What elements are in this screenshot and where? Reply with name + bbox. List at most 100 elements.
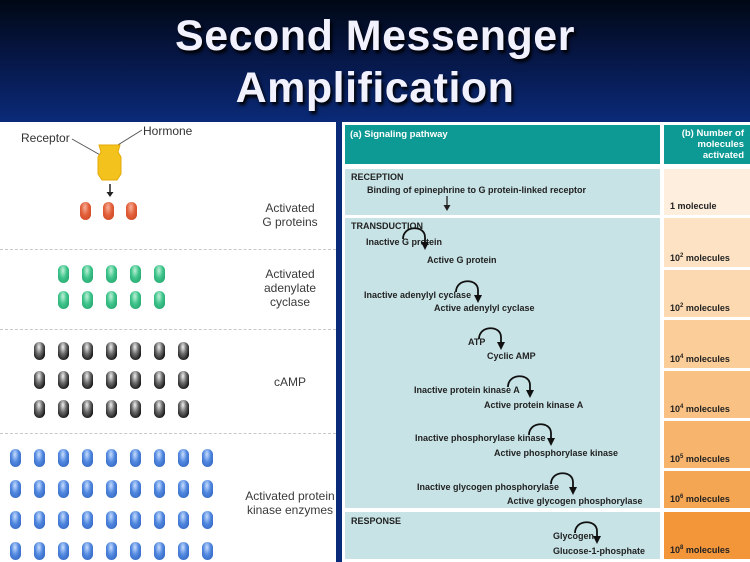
count-exponent: 6 — [680, 494, 684, 500]
label-line: kinase enzymes — [246, 503, 334, 517]
inactive-molecule-label: Inactive phosphorylase kinase — [415, 433, 546, 443]
molecule-icon — [126, 202, 137, 220]
molecule-icon — [106, 371, 117, 389]
molecule-icon — [202, 480, 213, 498]
inactive-molecule-label: Inactive glycogen phosphorylase — [417, 482, 560, 492]
molecule-icon — [202, 449, 213, 467]
inactive-molecule-label: Glycogen — [553, 531, 595, 541]
molecule-count: 104 molecules — [670, 404, 730, 414]
count-exponent: 2 — [680, 253, 684, 259]
title-line-2: Amplification — [235, 64, 515, 112]
count-base: 10 — [670, 545, 681, 555]
molecule-icon — [34, 480, 45, 498]
molecule-icon — [58, 542, 69, 560]
curved-arrow-icon — [507, 375, 534, 398]
molecule-icon — [106, 511, 117, 529]
molecule-icon — [154, 511, 165, 529]
molecule-count-cell: 104 molecules — [664, 371, 750, 418]
molecule-count: 1 molecule — [670, 201, 717, 211]
receptor-graphic — [71, 129, 143, 197]
molecule-icon — [58, 480, 69, 498]
molecule-icon — [130, 291, 141, 309]
inactive-molecule-label: Inactive adenylyl cyclase — [364, 290, 472, 300]
active-molecule-label: Cyclic AMP — [487, 351, 536, 361]
molecule-icon — [34, 371, 45, 389]
molecule-count-cell: 105 molecules — [664, 421, 750, 468]
molecule-icon — [80, 202, 91, 220]
count-unit: molecules — [683, 253, 730, 263]
molecule-count: 106 molecules — [670, 494, 730, 504]
molecule-count-cell: 1 molecule — [664, 169, 750, 215]
label-line: G proteins — [262, 215, 318, 229]
label-line: cyclase — [269, 295, 310, 309]
molecule-count: 104 molecules — [670, 354, 730, 364]
molecule-icon — [10, 449, 21, 467]
down-arrow-icon — [443, 196, 451, 211]
section-transduction: TRANSDUCTION — [351, 221, 423, 231]
molecule-icon — [130, 511, 141, 529]
molecule-count: 108 molecules — [670, 545, 730, 555]
molecule-count: 102 molecules — [670, 303, 730, 313]
header-b-line-3: activated — [702, 150, 744, 161]
molecule-icon — [106, 542, 117, 560]
molecule-icon — [103, 202, 114, 220]
molecule-icon — [106, 400, 117, 418]
molecule-icon — [34, 449, 45, 467]
molecule-icon — [82, 449, 93, 467]
count-base: 10 — [670, 253, 681, 263]
molecule-icon — [58, 291, 69, 309]
molecule-icon — [178, 449, 189, 467]
molecule-icon — [154, 342, 165, 360]
molecule-count-cell: 108 molecules — [664, 512, 750, 559]
molecule-count-cell: 106 molecules — [664, 471, 750, 508]
molecule-icon — [178, 511, 189, 529]
count-base: 10 — [670, 404, 681, 414]
active-molecule-label: Active protein kinase A — [484, 400, 584, 410]
active-molecule-label: Active glycogen phosphorylase — [507, 496, 643, 506]
curved-arrow-icon — [455, 280, 482, 303]
molecule-icon — [82, 342, 93, 360]
molecule-icon — [34, 542, 45, 560]
receptor-icon — [97, 144, 122, 181]
molecule-icon — [130, 542, 141, 560]
divider — [0, 249, 336, 250]
molecule-count-cell: 102 molecules — [664, 218, 750, 267]
molecule-row-label: cAMP — [240, 375, 340, 389]
molecule-icon — [154, 371, 165, 389]
molecule-icon — [130, 480, 141, 498]
count-exponent: 8 — [680, 545, 684, 551]
molecule-icon — [202, 542, 213, 560]
molecule-icon — [58, 342, 69, 360]
molecule-icon — [154, 400, 165, 418]
inactive-molecule-label: Inactive protein kinase A — [414, 385, 520, 395]
count-unit: molecules — [683, 303, 730, 313]
count-unit: molecules — [683, 545, 730, 555]
transduction-box — [345, 218, 660, 508]
header-signaling-pathway: (a) Signaling pathway — [345, 125, 660, 164]
molecule-count: 105 molecules — [670, 454, 730, 464]
count-unit: molecules — [683, 354, 730, 364]
section-reception: RECEPTION — [351, 172, 404, 182]
count-base: 10 — [670, 494, 681, 504]
molecule-icon — [154, 265, 165, 283]
label-line: Activated — [265, 267, 315, 281]
molecule-icon — [82, 542, 93, 560]
curved-arrow-icon — [402, 227, 429, 250]
receptor-label: Receptor — [21, 131, 70, 145]
active-molecule-label: Active adenylyl cyclase — [434, 303, 535, 313]
molecule-icon — [106, 265, 117, 283]
curved-arrow-icon — [550, 472, 577, 495]
molecule-icon — [178, 400, 189, 418]
count-exponent: 5 — [680, 454, 684, 460]
count-base: 10 — [670, 303, 681, 313]
active-molecule-label: Active phosphorylase kinase — [494, 448, 619, 458]
molecule-icon — [130, 265, 141, 283]
curved-arrow-icon — [574, 521, 601, 544]
molecule-count-cell: 104 molecules — [664, 320, 750, 368]
molecule-icon — [178, 371, 189, 389]
title-line-1: Second Messenger — [175, 12, 575, 60]
header-b-line-2: molecules — [697, 139, 744, 150]
header-a-text: (a) Signaling pathway — [350, 129, 448, 140]
molecule-icon — [34, 400, 45, 418]
